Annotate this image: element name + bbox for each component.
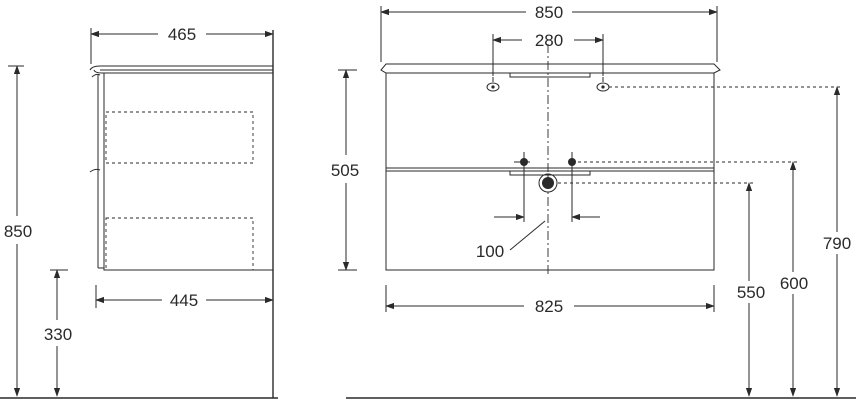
side-cabinet-body bbox=[103, 72, 274, 271]
dim-330-label: 330 bbox=[44, 325, 72, 344]
dim-550-label: 550 bbox=[737, 283, 765, 302]
dim-505-label: 505 bbox=[331, 161, 359, 180]
front-view: 850 280 505 100 825 550 bbox=[331, 3, 856, 399]
dim-280-label: 280 bbox=[535, 31, 563, 50]
dim-100-leader bbox=[509, 220, 546, 251]
dim-445-label: 445 bbox=[170, 291, 198, 310]
dim-100-label: 100 bbox=[476, 242, 504, 261]
side-view: 465 445 850 330 bbox=[0, 25, 278, 399]
dim-850h-label: 850 bbox=[535, 3, 563, 22]
side-drawer-upper bbox=[105, 111, 254, 164]
front-countertop bbox=[380, 63, 721, 74]
front-handle-top bbox=[509, 72, 591, 78]
side-drawer-lower bbox=[105, 217, 254, 271]
tap-hole-right-icon bbox=[596, 77, 610, 92]
dim-790-label: 790 bbox=[823, 234, 851, 253]
side-handle-top bbox=[91, 73, 101, 78]
dim-825-label: 825 bbox=[535, 297, 563, 316]
dim-600-label: 600 bbox=[780, 274, 808, 293]
tap-hole-left-icon bbox=[486, 77, 500, 92]
dim-850v-label: 850 bbox=[4, 222, 32, 241]
side-handle-bottom bbox=[89, 168, 101, 173]
dim-465-label: 465 bbox=[168, 25, 196, 44]
waste-outlet-icon bbox=[538, 173, 558, 193]
front-handle-bottom bbox=[509, 170, 591, 176]
